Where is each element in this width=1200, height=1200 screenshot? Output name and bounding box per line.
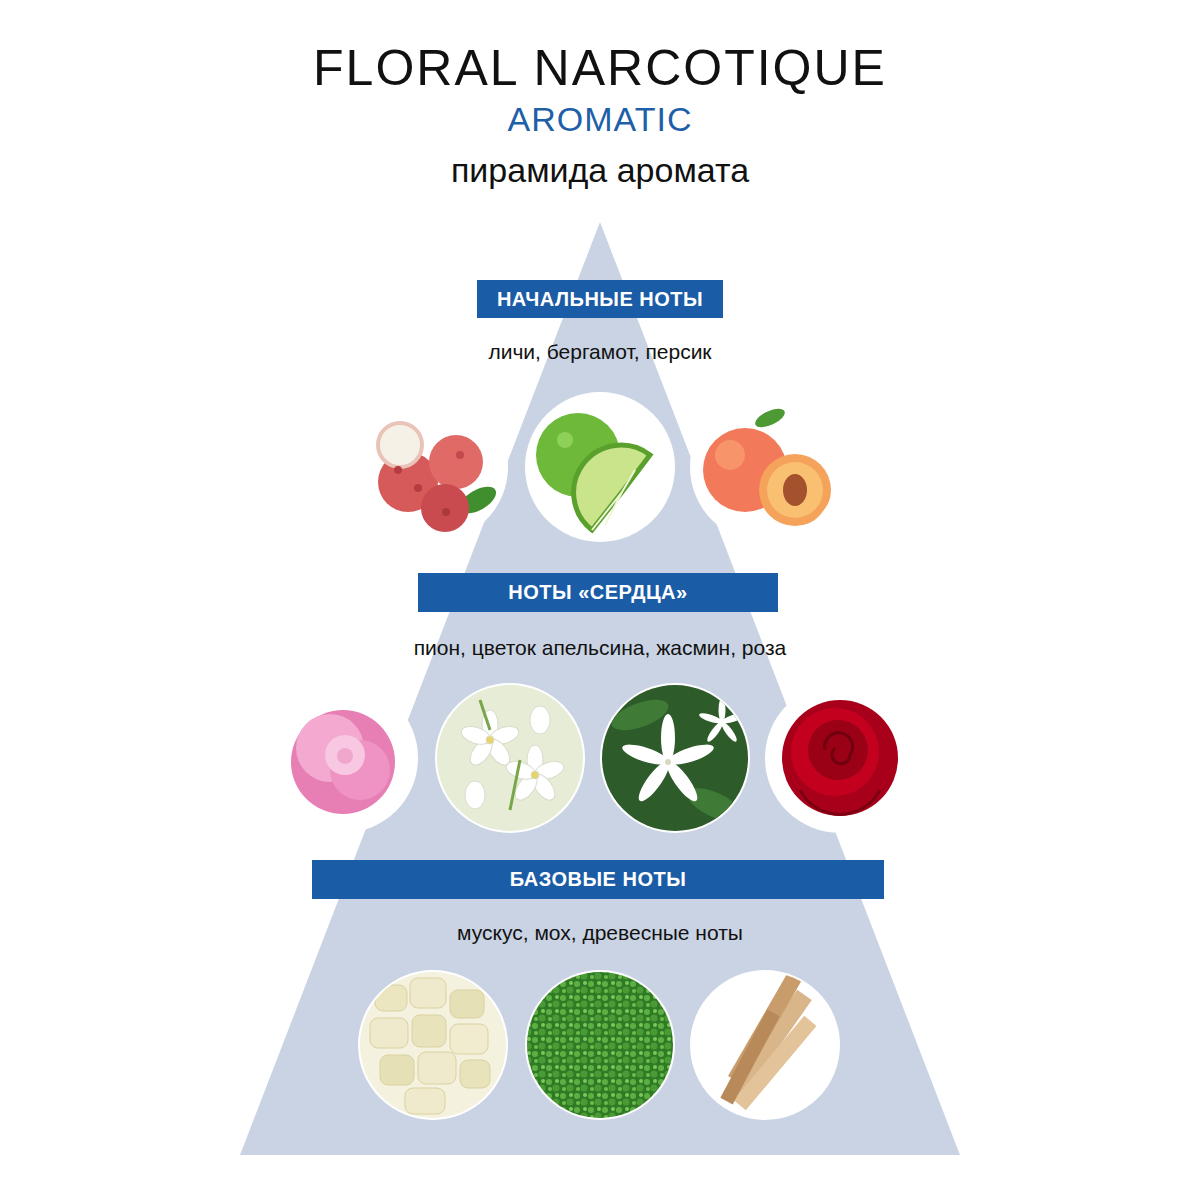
bergamot-picture-part xyxy=(574,445,650,530)
jasmine-picture-part-part xyxy=(662,758,702,805)
ingredient-circles-part xyxy=(435,683,585,833)
ingredient-circles-part xyxy=(268,683,418,833)
note-list: личи, бергамот, персик xyxy=(488,339,711,364)
lychee-picture-part xyxy=(394,466,402,474)
peach-picture-part xyxy=(767,462,823,518)
orange-blossom-picture-part xyxy=(530,706,550,734)
musk-picture-part xyxy=(380,1055,414,1085)
musk-picture-part xyxy=(410,978,446,1008)
rose-picture-part xyxy=(800,790,880,814)
jasmine-picture-part xyxy=(620,714,716,805)
jasmine-picture xyxy=(602,685,748,831)
musk-picture-part xyxy=(450,990,484,1018)
jasmine-picture-part-part xyxy=(661,714,675,762)
jasmine-picture-part-part xyxy=(634,758,674,805)
ingredient-circles-part xyxy=(525,970,675,1120)
jasmine-picture-part-part xyxy=(698,711,723,725)
rose-picture-part xyxy=(791,708,879,796)
jasmine-picture-part-part xyxy=(719,698,726,722)
musk-picture-part xyxy=(375,985,407,1011)
peach-picture-part xyxy=(715,440,745,470)
orange-blossom-picture-part xyxy=(465,781,485,809)
lychee-picture-part xyxy=(456,451,464,459)
band-label: НОТЫ «СЕРДЦА» xyxy=(508,580,687,604)
bergamot-picture xyxy=(536,413,650,530)
wood-picture-part xyxy=(692,972,838,1118)
orange-blossom-picture-part xyxy=(437,685,583,831)
orange-blossom-picture-part xyxy=(480,700,520,810)
peach-picture xyxy=(703,405,831,526)
musk-picture-part xyxy=(405,1088,445,1114)
musk-picture-part xyxy=(450,1024,488,1054)
orange-blossom-picture xyxy=(437,685,583,831)
peach-picture-part xyxy=(783,474,807,506)
peony-picture-part xyxy=(296,714,364,782)
heading: пирамида аромата xyxy=(451,150,749,191)
ingredient-circles-part xyxy=(690,392,840,542)
lychee-picture-part xyxy=(442,508,450,516)
jasmine-picture-part xyxy=(602,685,748,831)
peony-picture-part xyxy=(291,710,395,814)
band-label: НАЧАЛЬНЫЕ НОТЫ xyxy=(497,287,703,311)
wood-picture xyxy=(692,972,838,1118)
note-band: НАЧАЛЬНЫЕ НОТЫ xyxy=(477,280,723,318)
peony-picture-part xyxy=(325,735,365,775)
jasmine-picture-part-part xyxy=(665,759,671,765)
rose-picture-part xyxy=(808,720,868,780)
bergamot-picture-part xyxy=(557,432,573,448)
note-band: БАЗОВЫЕ НОТЫ xyxy=(312,860,884,899)
lychee-picture-part xyxy=(378,423,422,467)
wood-picture-part xyxy=(720,1010,779,1105)
peony-picture-part xyxy=(337,748,353,764)
orange-blossom-picture-part xyxy=(459,710,521,769)
ingredient-circles-part xyxy=(358,970,508,1120)
lychee-picture-part xyxy=(429,435,483,489)
note-list: пион, цветок апельсина, жасмин, роза xyxy=(414,635,787,660)
musk-picture-part xyxy=(360,972,506,1118)
ingredient-circles-part xyxy=(600,683,750,833)
orange-blossom-picture-part-part xyxy=(531,771,539,779)
bergamot-picture-part xyxy=(592,470,635,530)
musk-picture xyxy=(360,972,506,1118)
rose-picture-part xyxy=(782,700,898,816)
lychee-picture-part xyxy=(414,484,422,492)
lychee-picture xyxy=(378,423,500,532)
jasmine-picture-part xyxy=(698,698,746,743)
band-label: БАЗОВЫЕ НОТЫ xyxy=(510,867,687,891)
ingredient-circles-part xyxy=(690,970,840,1120)
rose-picture-part xyxy=(825,733,853,764)
subtitle: AROMATIC xyxy=(508,99,693,140)
musk-picture-part xyxy=(370,1018,408,1048)
ingredient-circles-part xyxy=(525,392,675,542)
musk-picture-part xyxy=(418,1052,456,1084)
rose-picture xyxy=(782,700,898,816)
moss-picture xyxy=(527,972,673,1118)
peach-picture-part xyxy=(753,405,788,431)
jasmine-picture-part-part xyxy=(620,741,670,769)
title: FLORAL NARCOTIQUE xyxy=(313,38,887,98)
ingredient-circles-part xyxy=(358,392,508,542)
lychee-picture-part xyxy=(421,484,469,532)
note-band: НОТЫ «СЕРДЦА» xyxy=(418,573,778,612)
note-list: мускус, мох, древесные ноты xyxy=(457,920,743,945)
peony-picture xyxy=(291,710,395,814)
musk-picture-part xyxy=(412,1015,446,1047)
musk-picture-part xyxy=(460,1060,490,1088)
peach-picture-part xyxy=(759,454,831,526)
jasmine-picture-part-part xyxy=(705,720,725,744)
orange-blossom-picture-part-part xyxy=(486,736,494,744)
ingredient-circles-part xyxy=(765,683,915,833)
moss-picture-part xyxy=(527,972,673,1118)
pyramid-shape xyxy=(240,222,960,1155)
ingredient-circles xyxy=(268,392,915,1120)
